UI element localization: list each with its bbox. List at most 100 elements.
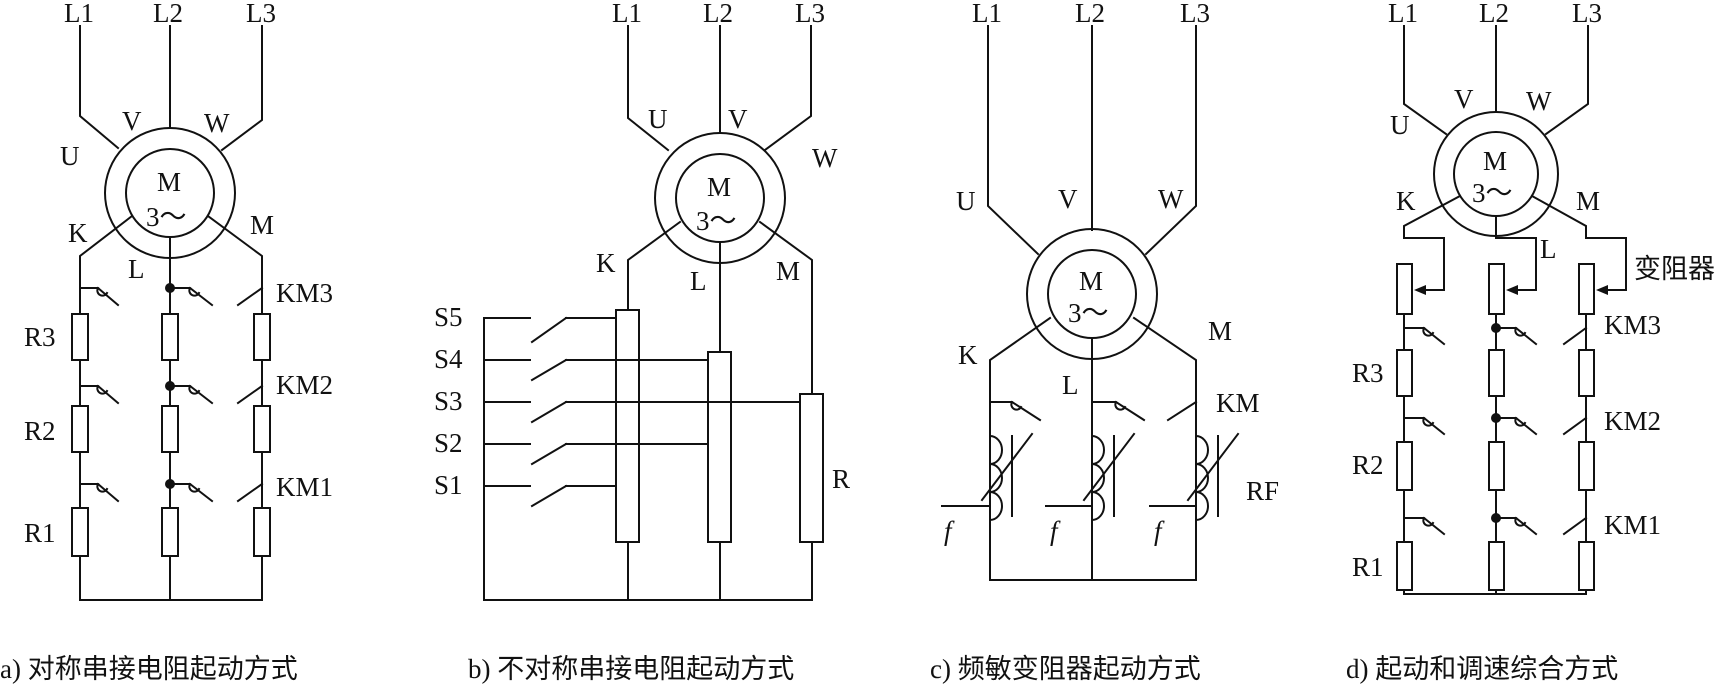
contactor-km1 — [79, 479, 264, 503]
switch-label-s3: S3 — [434, 386, 463, 416]
motor-label: M — [157, 167, 181, 197]
terminal-u: U — [648, 104, 668, 134]
motor-phase: 3～ — [1068, 298, 1109, 328]
line-label-l1: L1 — [612, 0, 642, 28]
contactor-km3 — [1403, 323, 1588, 346]
line-label-l1: L1 — [1388, 0, 1418, 28]
contactor-km2 — [79, 381, 264, 405]
line-label-l2: L2 — [703, 0, 733, 28]
resistor-r1-m — [1578, 541, 1595, 591]
contactor-label-km2: KM2 — [1604, 406, 1661, 436]
rheostat-m — [1578, 263, 1595, 315]
panel-b: L1 L2 L3 U V W M 3～ K L M R — [434, 0, 850, 684]
motor-phase: 3～ — [146, 202, 187, 232]
panel-a: L1 L2 L3 U V W M 3～ K L M KM3 R3 — [0, 0, 333, 684]
terminal-u: U — [956, 186, 976, 216]
line-l1-wire — [627, 25, 670, 152]
panel-c: L1 L2 L3 U V W M 3～ K L M KM — [930, 0, 1279, 684]
line-l1-wire — [1403, 25, 1448, 136]
resistor-r3-l — [1488, 349, 1505, 397]
resistor-r1-k — [1396, 541, 1413, 591]
contactor-label-km3: KM3 — [276, 278, 333, 308]
resistor-r2-l — [1488, 441, 1505, 491]
motor-label: M — [1483, 146, 1507, 176]
resistor-r3-l — [161, 313, 179, 361]
terminal-w: W — [1526, 86, 1552, 116]
switch-label-s4: S4 — [434, 344, 463, 374]
rotor-lead-l — [1495, 215, 1537, 291]
switch-s2 — [483, 442, 709, 466]
switch-label-s2: S2 — [434, 428, 463, 458]
terminal-v: V — [122, 106, 142, 136]
contactor-km3 — [79, 283, 264, 307]
terminal-w: W — [1158, 184, 1184, 214]
resistor-label-r: R — [832, 464, 850, 494]
rotor-lead-k — [79, 214, 134, 601]
terminal-l: L — [1062, 370, 1079, 400]
line-label-l3: L3 — [795, 0, 825, 28]
terminal-m: M — [1576, 186, 1600, 216]
caption-a: a) 对称串接电阻起动方式 — [0, 654, 298, 684]
terminal-v: V — [1058, 184, 1078, 214]
terminal-u: U — [1390, 110, 1410, 140]
resistor-legs — [627, 541, 813, 601]
device-label-rf: RF — [1246, 476, 1279, 506]
freq-symbol-l: f — [1050, 516, 1061, 546]
line-label-l1: L1 — [64, 0, 94, 28]
resistor-r2-k — [71, 405, 89, 453]
rotor-lead-m — [206, 214, 263, 601]
motor-label: M — [707, 172, 731, 202]
resistor-r2-m — [1578, 441, 1595, 491]
line-l3-wire — [1144, 25, 1197, 256]
contactor-label-km3: KM3 — [1604, 310, 1661, 340]
junction-dot — [165, 381, 175, 391]
line-label-l1: L1 — [972, 0, 1002, 28]
switch-label-s1: S1 — [434, 470, 463, 500]
resistor-label-r1: R1 — [1352, 552, 1384, 582]
caption-c: c) 频敏变阻器起动方式 — [930, 654, 1201, 684]
terminal-l: L — [1540, 234, 1557, 264]
wiper-arrow-l — [1506, 285, 1518, 295]
resistor-label-r3: R3 — [24, 322, 56, 352]
terminal-k: K — [958, 340, 978, 370]
rheostat-coil-l — [1082, 432, 1136, 522]
terminal-m: M — [776, 256, 800, 286]
resistor-r1-l — [161, 507, 179, 557]
rheostat-k — [1396, 263, 1413, 315]
line-l3-wire — [763, 25, 812, 152]
switch-label-s5: S5 — [434, 302, 463, 332]
resistor-r3-m — [1578, 349, 1595, 397]
line-label-l3: L3 — [1572, 0, 1602, 28]
resistor-l — [707, 351, 732, 543]
freq-symbol-k: f — [944, 516, 955, 546]
resistor-r3-m — [253, 313, 271, 361]
terminal-k: K — [68, 218, 88, 248]
resistor-label-r3: R3 — [1352, 358, 1384, 388]
resistor-r1-k — [71, 507, 89, 557]
rheostat-l — [1488, 263, 1505, 315]
junction-dot — [1491, 513, 1501, 523]
motor-phase: 3～ — [696, 206, 737, 236]
junction-dot — [165, 283, 175, 293]
rotor-lead-k — [627, 220, 682, 311]
resistor-r2-m — [253, 405, 271, 453]
terminal-k: K — [1396, 186, 1416, 216]
resistor-label-r2: R2 — [1352, 450, 1384, 480]
terminal-w: W — [204, 108, 230, 138]
contactor-km1 — [1403, 513, 1588, 536]
rheostat-coil-k — [980, 432, 1034, 522]
terminal-u: U — [60, 141, 80, 171]
terminal-m: M — [250, 210, 274, 240]
panel-d: L1 L2 L3 U V W M 3～ K L M 变阻器 K — [1346, 0, 1715, 684]
junction-dot — [1491, 413, 1501, 423]
resistor-r3-k — [71, 313, 89, 361]
line-label-l2: L2 — [1479, 0, 1509, 28]
rotor-lead-m — [1530, 194, 1627, 291]
resistor-r2-l — [161, 405, 179, 453]
terminal-w: W — [812, 143, 838, 173]
switch-s3 — [483, 400, 801, 424]
terminal-l: L — [690, 266, 707, 296]
switch-s5 — [483, 316, 617, 344]
